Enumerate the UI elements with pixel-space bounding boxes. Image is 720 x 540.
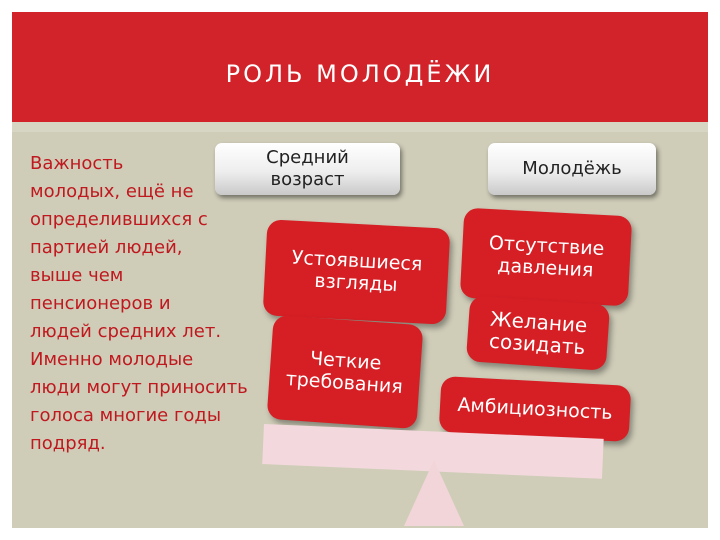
- body-line: Именно молодые: [30, 349, 194, 370]
- slide-title: РОЛЬ МОЛОДЁЖИ: [225, 60, 495, 88]
- card-line: давления: [496, 254, 594, 282]
- title-bar: РОЛЬ МОЛОДЁЖИ: [12, 12, 708, 122]
- body-line: молодых, ещё не: [30, 181, 194, 202]
- body-line: выше чем: [30, 265, 124, 286]
- header-youth: Молодёжь: [488, 143, 656, 195]
- title-divider: [12, 122, 708, 132]
- header-middle-age-line2: возраст: [270, 169, 345, 190]
- header-youth-label: Молодёжь: [522, 158, 622, 179]
- body-line: голоса многие годы: [30, 405, 222, 426]
- scale-fulcrum: [404, 460, 464, 526]
- card-established-views: Устоявшиеся взгляды: [262, 219, 451, 325]
- card-line: созидать: [488, 328, 587, 360]
- body-text: Важность молодых, ещё не определившихся …: [30, 150, 270, 458]
- card-desire-to-create: Желание созидать: [465, 295, 611, 371]
- body-line: партией людей,: [30, 237, 183, 258]
- card-line: Амбициозность: [456, 393, 614, 425]
- body-line: Важность: [30, 153, 124, 174]
- header-middle-age: Средний возраст: [215, 143, 400, 195]
- body-line: людей средних лет.: [30, 321, 222, 342]
- card-clear-requirements: Четкие требования: [266, 314, 424, 430]
- header-middle-age-line1: Средний: [266, 147, 349, 168]
- body-line: определившихся с: [30, 209, 208, 230]
- card-no-pressure: Отсутствие давления: [459, 207, 633, 307]
- body-line: подряд.: [30, 433, 106, 454]
- body-line: пенсионеров и: [30, 293, 171, 314]
- body-line: люди могут приносить: [30, 377, 248, 398]
